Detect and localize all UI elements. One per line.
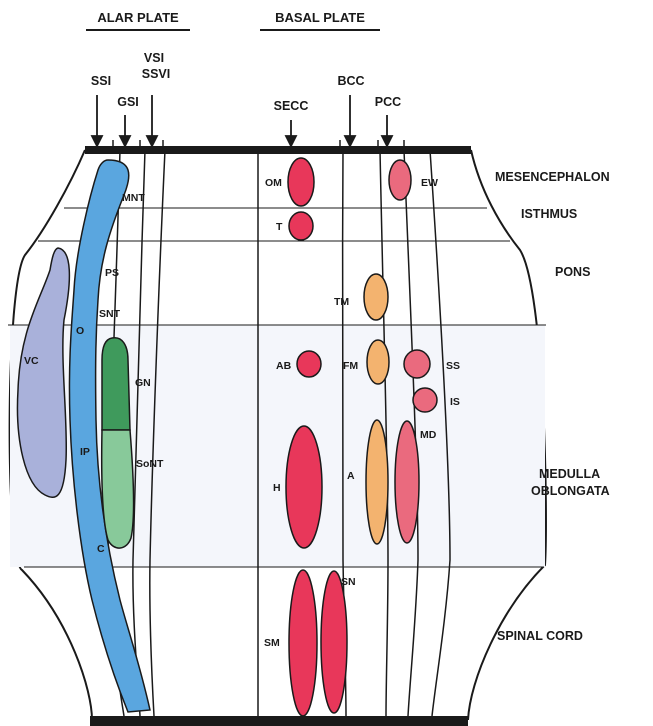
- sn-nucleus: [321, 571, 347, 713]
- nucleus-label-ss: SS: [446, 360, 460, 372]
- column-label-pcc: PCC: [375, 95, 401, 109]
- nucleus-label-fm: FM: [343, 360, 358, 372]
- nucleus-label-tm: TM: [334, 296, 349, 308]
- region-label-pons: PONS: [555, 265, 590, 279]
- fm-nucleus: [367, 340, 389, 384]
- h-nucleus: [286, 426, 322, 548]
- nucleus-label-ab: AB: [276, 360, 292, 372]
- nucleus-label-om: OM: [265, 177, 282, 189]
- column-label-ssi: SSI: [91, 74, 111, 88]
- ew-nucleus: [389, 160, 411, 200]
- region-label-medulla: MEDULLA: [539, 467, 600, 481]
- tm-nucleus: [364, 274, 388, 320]
- top-boundary-bar: [85, 146, 471, 154]
- nucleus-label-a: A: [347, 470, 355, 482]
- ss-nucleus: [404, 350, 430, 378]
- nucleus-label-c: C: [97, 543, 105, 555]
- is-nucleus: [413, 388, 437, 412]
- column-label-ssvi: SSVI: [142, 67, 171, 81]
- sont-nucleus: [102, 430, 134, 548]
- nucleus-label-ps: PS: [105, 267, 119, 279]
- column-label-bcc: BCC: [337, 74, 364, 88]
- nucleus-label-mnt: MNT: [122, 192, 145, 204]
- nucleus-label-is: IS: [450, 396, 460, 408]
- bottom-boundary-bar: [90, 716, 468, 726]
- nucleus-label-vc: VC: [24, 355, 39, 367]
- column-label-gsi: GSI: [117, 95, 139, 109]
- t-nucleus: [289, 212, 313, 240]
- alar-plate-header: ALAR PLATE: [97, 10, 179, 25]
- om-nucleus: [288, 158, 314, 206]
- nucleus-label-gn: GN: [135, 377, 151, 389]
- region-label-isthmus: ISTHMUS: [521, 207, 577, 221]
- vc-nucleus: [17, 248, 69, 497]
- nucleus-label-snt: SNT: [99, 308, 121, 320]
- column-label-secc: SECC: [274, 99, 309, 113]
- nucleus-label-sont: SoNT: [136, 458, 164, 470]
- region-label-spinal-cord: SPINAL CORD: [497, 629, 583, 643]
- sm-nucleus: [289, 570, 317, 716]
- md-nucleus: [395, 421, 419, 543]
- nucleus-label-ip: IP: [80, 446, 90, 458]
- nucleus-label-t: T: [276, 221, 283, 233]
- basal-plate-header: BASAL PLATE: [275, 10, 365, 25]
- gn-nucleus: [102, 338, 130, 430]
- region-label-mesencephalon: MESENCEPHALON: [495, 170, 610, 184]
- nucleus-label-sm: SM: [264, 637, 280, 649]
- nucleus-label-ew: EW: [421, 177, 438, 189]
- nucleus-label-h: H: [273, 482, 281, 494]
- nucleus-label-sn: SN: [341, 576, 356, 588]
- ab-nucleus: [297, 351, 321, 377]
- column-label-vsi: VSI: [144, 51, 164, 65]
- a-nucleus: [366, 420, 388, 544]
- nucleus-label-md: MD: [420, 429, 437, 441]
- nucleus-label-o: O: [76, 325, 84, 337]
- region-label-oblongata: OBLONGATA: [531, 484, 610, 498]
